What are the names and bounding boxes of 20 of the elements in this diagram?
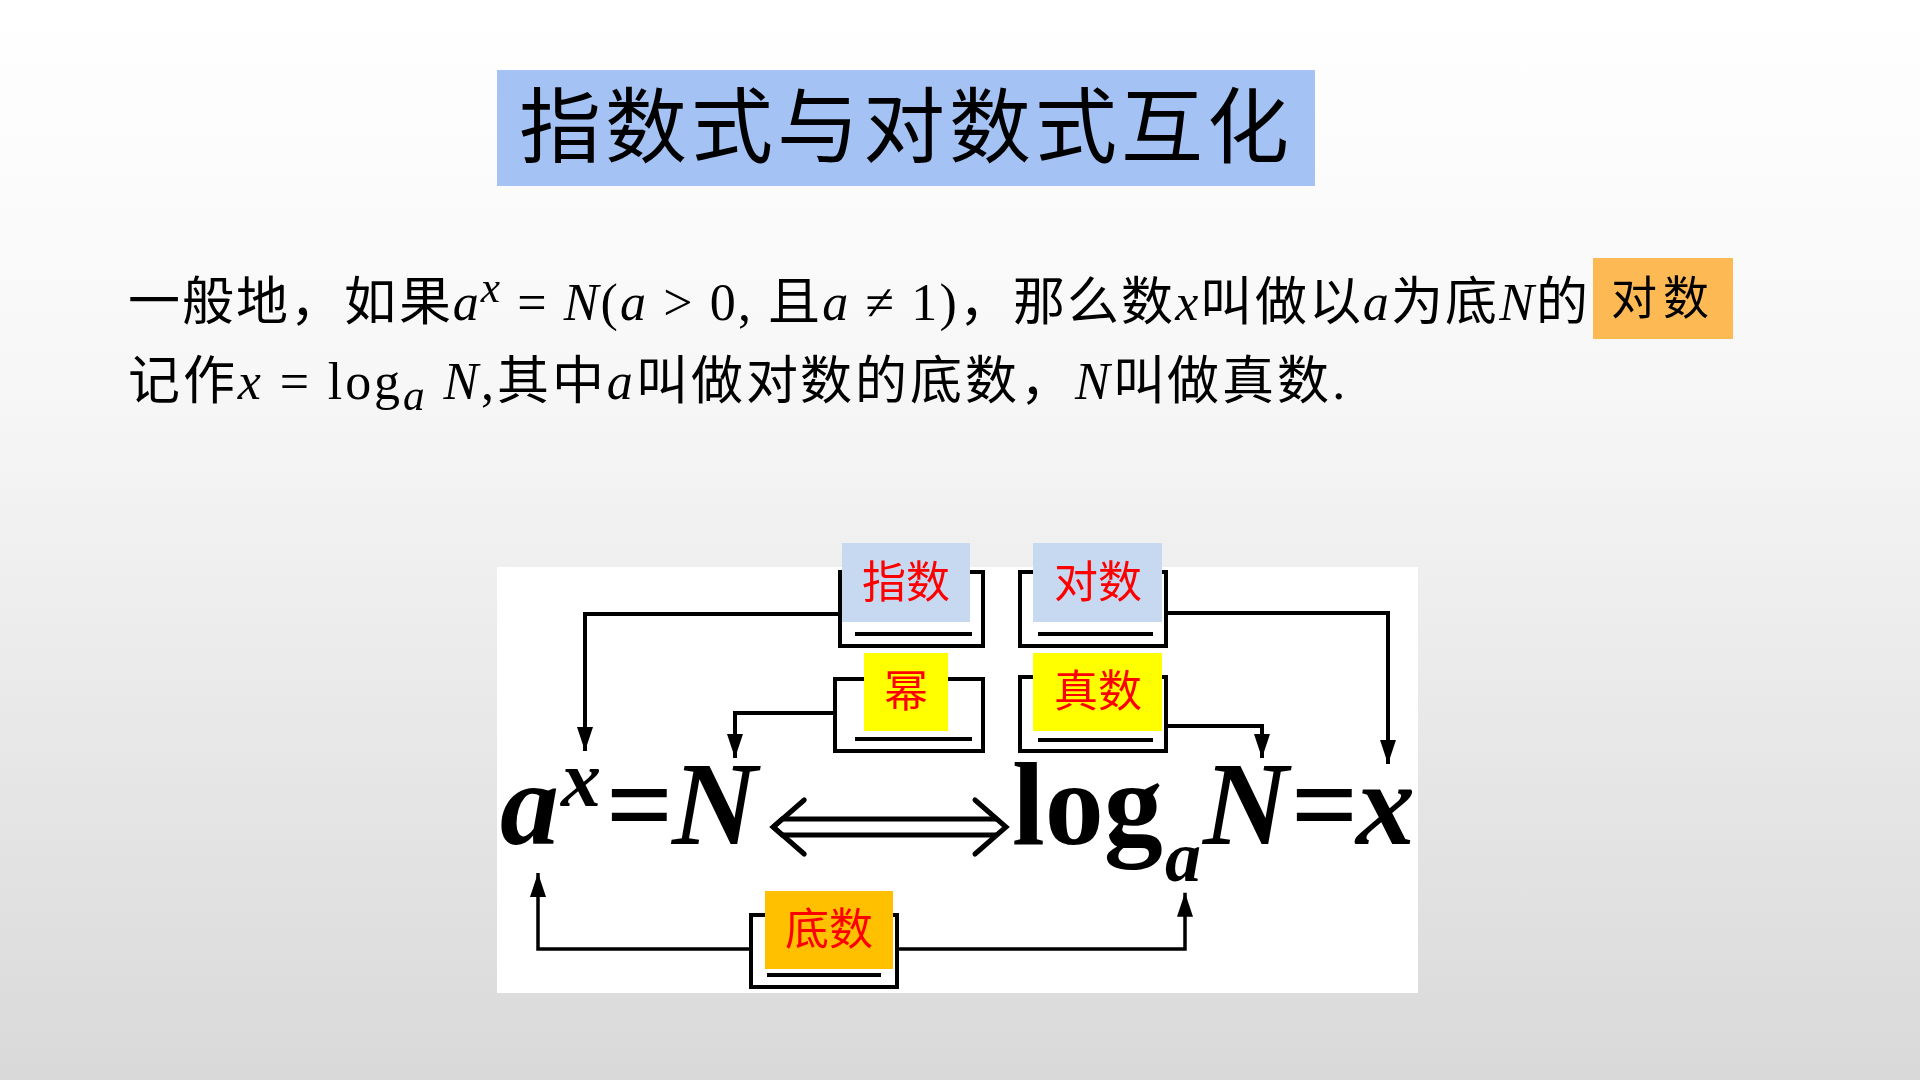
term-label: 底数 bbox=[765, 891, 893, 969]
arrow bbox=[899, 892, 1193, 951]
arrow bbox=[1168, 611, 1396, 764]
term-label: 对数 bbox=[1033, 543, 1162, 622]
arrow bbox=[577, 612, 838, 751]
body-text: 一般地，如果a$^{x}$ = N(a > 0, 且a ≠ 1)，那么数x叫做以a为底N的 bbox=[128, 261, 1591, 333]
formula-symbol: a bbox=[1165, 820, 1201, 893]
title: 指数式与对数式互化 bbox=[497, 70, 1315, 186]
term-label: 幂 bbox=[864, 653, 948, 731]
formula-symbol: log bbox=[1012, 739, 1163, 871]
body-text: 记作x = log$_{a}$ N,其中a叫做对数的底数，N叫做真数. bbox=[128, 352, 1349, 422]
formula-symbol: a bbox=[500, 737, 559, 873]
term-label: 指数 bbox=[842, 543, 970, 622]
arrow bbox=[727, 711, 833, 758]
arrow bbox=[530, 873, 749, 951]
double-arrow bbox=[769, 797, 1009, 857]
highlighted-term: 对数 bbox=[1593, 257, 1734, 339]
formula-symbol: x bbox=[561, 751, 601, 807]
term-label: 真数 bbox=[1033, 653, 1162, 731]
arrow bbox=[1168, 724, 1270, 758]
